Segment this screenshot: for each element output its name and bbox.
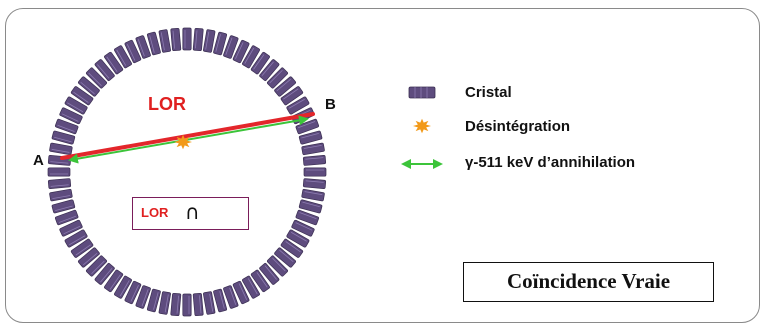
detector-crystal <box>280 238 304 258</box>
point-a-label: A <box>33 152 44 169</box>
detector-crystal <box>49 188 73 202</box>
detector-crystal <box>94 59 115 81</box>
detector-crystal <box>182 27 192 51</box>
detector-crystal <box>59 219 83 237</box>
detector-crystal <box>64 229 88 248</box>
detector-crystal <box>286 96 310 115</box>
detector-crystal <box>64 96 88 115</box>
detector-crystal <box>259 263 280 285</box>
detector-crystal <box>291 219 315 237</box>
point-b-label: B <box>325 96 336 113</box>
lor-label: LOR <box>148 94 186 114</box>
detector-crystal <box>232 39 250 64</box>
detector-crystal <box>223 285 239 309</box>
detector-crystal <box>94 263 115 285</box>
detector-crystal <box>213 288 228 313</box>
detector-crystal <box>223 35 239 59</box>
crystal-legend-icon <box>408 86 436 99</box>
detector-crystal <box>242 45 260 69</box>
detector-crystal <box>135 35 151 59</box>
detector-crystal <box>124 280 142 305</box>
detector-crystal <box>78 76 100 97</box>
detector-crystal <box>47 167 71 177</box>
detector-crystal <box>70 238 94 258</box>
detector-crystal <box>250 51 270 75</box>
detector-crystal <box>47 178 72 189</box>
detector-crystal <box>301 188 325 202</box>
detector-crystal <box>302 155 327 166</box>
detector-crystal <box>203 291 216 315</box>
lor-intersection-box: LOR ∩ <box>132 197 249 230</box>
detector-crystal <box>86 255 107 277</box>
detector-crystal <box>114 275 132 299</box>
detector-crystal <box>213 31 228 56</box>
detector-crystal <box>135 285 151 309</box>
caption-text: Coïncidence Vraie <box>506 269 671 293</box>
detector-crystal <box>232 280 250 305</box>
detector-crystal <box>301 142 325 156</box>
detector-crystal <box>170 27 182 52</box>
detector-crystal <box>274 247 296 268</box>
detector-crystal <box>146 31 161 56</box>
detector-crystal <box>51 199 76 214</box>
detector-crystal <box>86 67 107 89</box>
detector-crystal <box>124 39 142 64</box>
detector-crystal <box>182 293 192 317</box>
lor-line <box>60 112 315 160</box>
caption-box: Coïncidence Vraie <box>463 262 714 302</box>
detector-crystal <box>242 275 260 299</box>
detector-crystal <box>158 29 171 53</box>
detector-crystal <box>70 86 94 106</box>
intersection-symbol: ∩ <box>185 200 200 224</box>
legend-gamma-label: γ-511 keV d’annihilation <box>465 154 636 171</box>
detector-crystal <box>203 29 216 53</box>
decay-legend-icon <box>413 118 431 134</box>
detector-crystal <box>192 27 204 52</box>
legend-crystal-label: Cristal <box>465 84 512 101</box>
detector-crystal <box>78 247 100 268</box>
detector-crystal <box>104 51 124 75</box>
detector-crystal <box>274 76 296 97</box>
detector-crystal <box>49 142 73 156</box>
detector-crystal <box>54 209 79 226</box>
detector-crystal <box>250 269 270 293</box>
detector-crystal <box>303 167 327 177</box>
detector-crystal <box>158 291 171 315</box>
decay-star <box>174 134 192 150</box>
detector-crystal <box>295 209 320 226</box>
detector-crystal <box>267 255 288 277</box>
detector-crystal <box>192 292 204 317</box>
detector-crystal <box>104 269 124 293</box>
detector-crystal <box>298 199 323 214</box>
detector-crystal <box>114 45 132 69</box>
legend-decay-label: Désintégration <box>465 118 571 135</box>
detector-crystal <box>259 59 280 81</box>
detector-ring <box>47 27 327 317</box>
detector-crystal <box>146 288 161 313</box>
detector-crystal <box>286 229 310 248</box>
detector-crystal <box>170 292 182 317</box>
detector-crystal <box>302 178 327 189</box>
gamma-arrow <box>68 115 309 164</box>
detector-crystal <box>267 67 288 89</box>
equation-lor-label: LOR <box>141 205 169 220</box>
detector-crystal <box>280 86 304 106</box>
